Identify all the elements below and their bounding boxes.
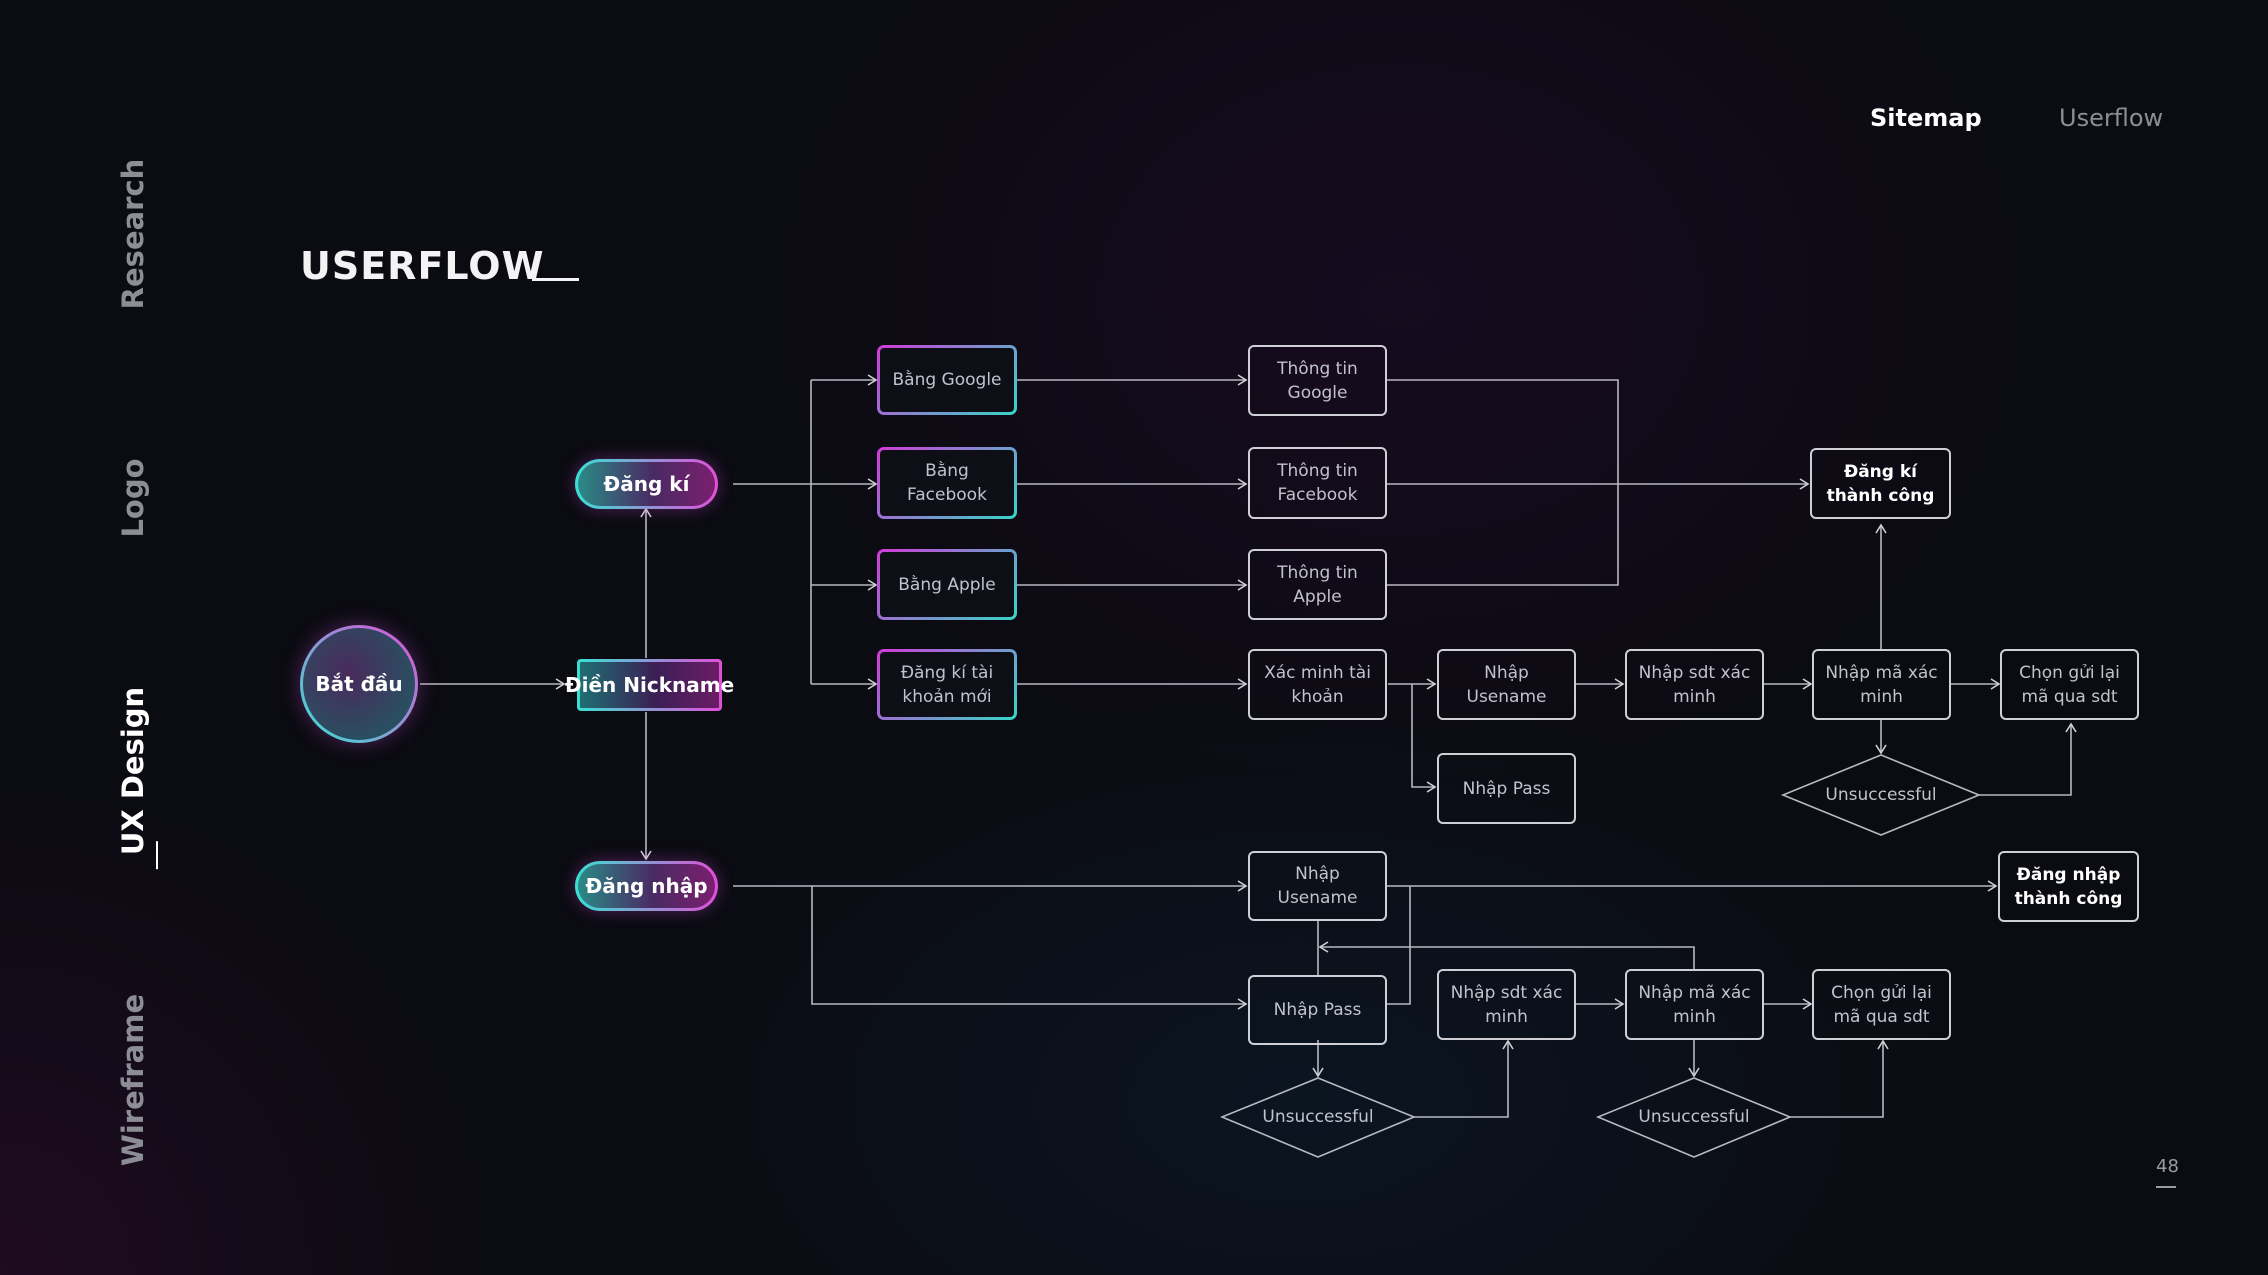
new-account-option-node[interactable]: Đăng kí tài khoản mới	[877, 649, 1017, 720]
signup-success-node[interactable]: Đăng kí thành công	[1810, 448, 1951, 519]
facebook-option-node[interactable]: Bằng Facebook	[877, 447, 1017, 519]
login-unsuccessful-diamond-1	[1219, 1077, 1417, 1158]
login-username-node[interactable]: Nhập Usename	[1248, 851, 1387, 921]
enter-pass-node[interactable]: Nhập Pass	[1437, 753, 1576, 824]
login-resend-node[interactable]: Chọn gửi lại mã qua sdt	[1812, 969, 1951, 1040]
start-node[interactable]: Bắt đầu	[300, 625, 418, 743]
login-unsuccessful-diamond-2	[1595, 1077, 1793, 1158]
login-unsuccessful-label-2: Unsuccessful	[1638, 1107, 1750, 1127]
nickname-node[interactable]: Điền Nickname	[565, 659, 734, 711]
page-number: 48	[2156, 1156, 2179, 1177]
info-facebook-node[interactable]: Thông tin Facebook	[1248, 447, 1387, 519]
unsuccessful-diamond	[1780, 754, 1982, 836]
unsuccessful-label: Unsuccessful	[1825, 785, 1937, 805]
login-code-node[interactable]: Nhập mã xác minh	[1625, 969, 1764, 1040]
login-success-node[interactable]: Đăng nhập thành công	[1998, 851, 2139, 922]
verify-account-node[interactable]: Xác minh tài khoản	[1248, 649, 1387, 720]
enter-username-node[interactable]: Nhập Usename	[1437, 649, 1576, 720]
enter-phone-node[interactable]: Nhập sdt xác minh	[1625, 649, 1764, 720]
page-title: USERFLOW	[300, 244, 545, 288]
tab-userflow[interactable]: Userflow	[2059, 104, 2164, 132]
apple-option-node[interactable]: Bằng Apple	[877, 549, 1017, 620]
info-apple-node[interactable]: Thông tin Apple	[1248, 549, 1387, 620]
login-node[interactable]: Đăng nhập	[575, 861, 718, 911]
page-number-underline	[2156, 1186, 2176, 1188]
title-underline	[532, 278, 579, 281]
login-phone-node[interactable]: Nhập sdt xác minh	[1437, 969, 1576, 1040]
enter-code-node[interactable]: Nhập mã xác minh	[1812, 649, 1951, 720]
login-pass-node[interactable]: Nhập Pass	[1248, 975, 1387, 1045]
signup-node[interactable]: Đăng kí	[575, 459, 718, 509]
tab-sitemap[interactable]: Sitemap	[1870, 104, 1982, 132]
login-unsuccessful-label-1: Unsuccessful	[1262, 1107, 1374, 1127]
google-option-node[interactable]: Bằng Google	[877, 345, 1017, 415]
resend-code-node[interactable]: Chọn gửi lại mã qua sdt	[2000, 649, 2139, 720]
info-google-node[interactable]: Thông tin Google	[1248, 345, 1387, 416]
